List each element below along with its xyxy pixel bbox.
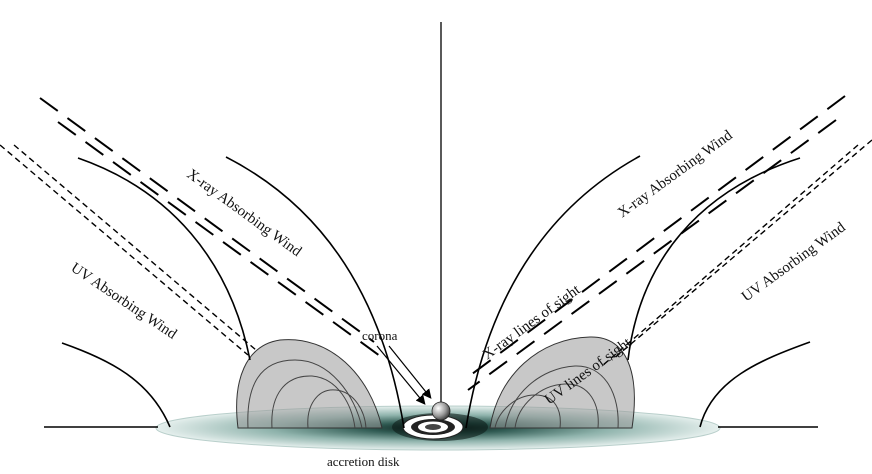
corona-arrows — [376, 345, 432, 405]
left-uv-wind-dashes — [0, 144, 257, 356]
corona-sphere — [431, 401, 451, 421]
left-xray-wind-dashes — [39, 97, 381, 357]
label-uv-wind-left: UV Absorbing Wind — [68, 260, 180, 343]
left-cloud-lobes — [236, 339, 383, 429]
label-accretion-disk: accretion disk — [327, 454, 400, 469]
right-uv-los-dashes — [601, 139, 872, 367]
label-uv-wind-right: UV Absorbing Wind — [739, 219, 849, 305]
left-wind-inner-boundary-1 — [77, 157, 251, 361]
right-xray-los-dashes — [463, 95, 846, 391]
right-cloud-lobes — [489, 336, 635, 429]
inner-disk-rings — [402, 414, 464, 440]
right-wind-outer-boundary — [699, 341, 811, 428]
left-wind-inner-boundary-2 — [225, 156, 405, 429]
label-corona: corona — [362, 328, 398, 343]
left-wind-outer-boundary — [61, 342, 171, 428]
right-wind-inner-boundary-2 — [465, 155, 641, 429]
